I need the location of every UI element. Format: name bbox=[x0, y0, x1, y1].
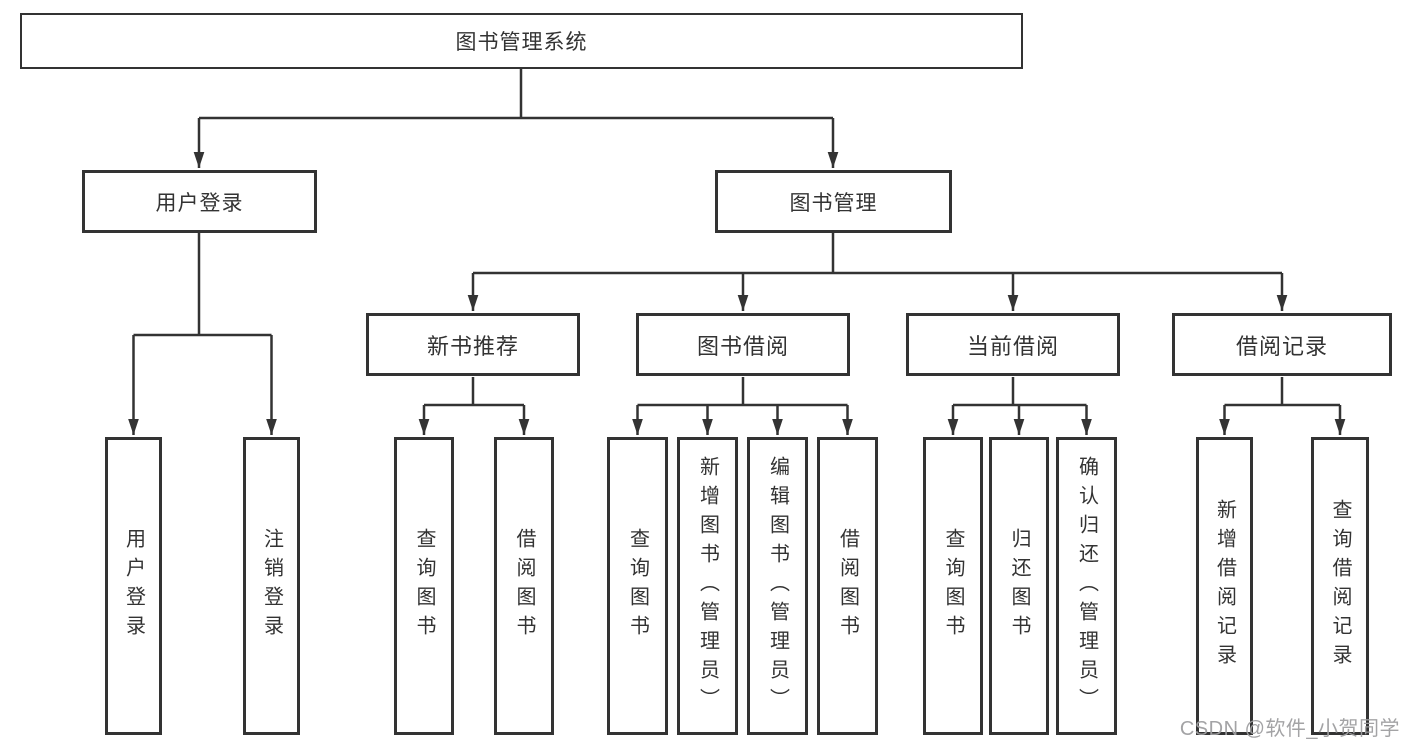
node-book-management: 图书管理 bbox=[715, 170, 952, 233]
leaf-return-book: 归还图书 bbox=[989, 437, 1049, 735]
watermark-text: CSDN @软件_小贺同学 bbox=[1179, 718, 1400, 740]
leaf-current-query-book: 查询图书 bbox=[923, 437, 983, 735]
node-book-borrow: 图书借阅 bbox=[636, 313, 850, 376]
connector-arrows bbox=[128, 118, 1346, 435]
leaf-user-login: 用户登录 bbox=[105, 437, 162, 735]
node-root-library-system: 图书管理系统 bbox=[20, 13, 1023, 69]
leaf-borrow-query-book: 查询图书 bbox=[607, 437, 668, 735]
leaf-edit-book-admin: 编辑图书（管理员） bbox=[747, 437, 808, 735]
node-user-login: 用户登录 bbox=[82, 170, 317, 233]
leaf-confirm-return-admin: 确认归还（管理员） bbox=[1056, 437, 1117, 735]
leaf-recommend-borrow-book: 借阅图书 bbox=[494, 437, 554, 735]
leaf-borrow-book: 借阅图书 bbox=[817, 437, 878, 735]
node-current-borrow: 当前借阅 bbox=[906, 313, 1120, 376]
leaf-add-borrow-record: 新增借阅记录 bbox=[1196, 437, 1253, 735]
node-borrow-records: 借阅记录 bbox=[1172, 313, 1392, 376]
leaf-recommend-query-book: 查询图书 bbox=[394, 437, 454, 735]
leaf-add-book-admin: 新增图书（管理员） bbox=[677, 437, 738, 735]
node-new-book-recommend: 新书推荐 bbox=[366, 313, 580, 376]
leaf-query-borrow-record: 查询借阅记录 bbox=[1311, 437, 1369, 735]
leaf-logout: 注销登录 bbox=[243, 437, 300, 735]
